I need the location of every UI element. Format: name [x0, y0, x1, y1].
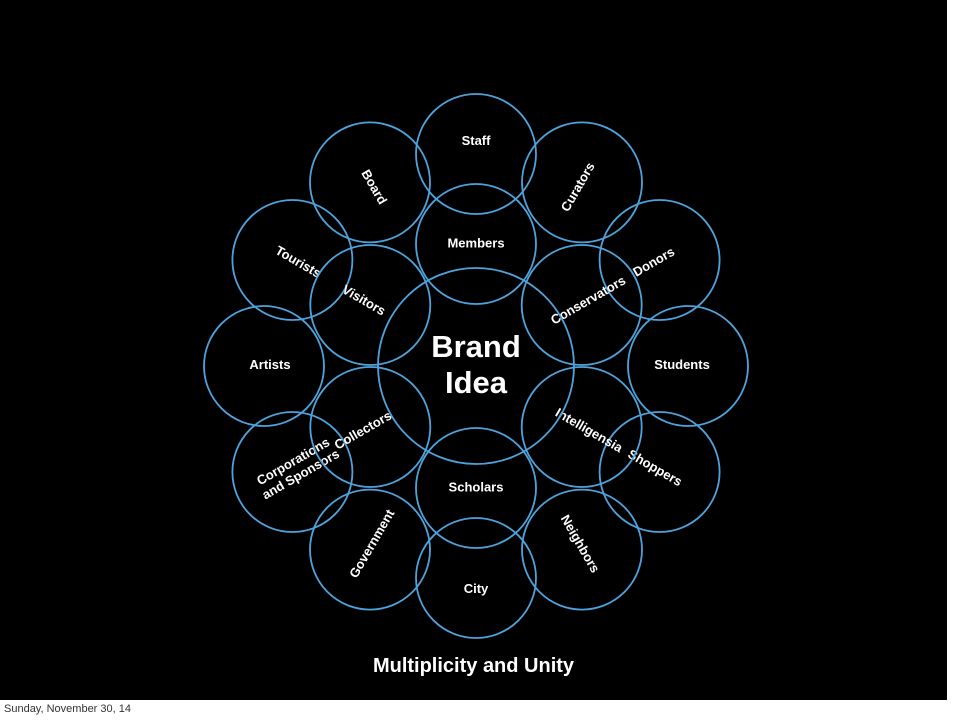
- outer-node-students-circle: [627, 305, 749, 427]
- outer-node-city-label-line: City: [464, 581, 489, 596]
- inner-node-conservators-circle: [520, 244, 643, 366]
- outer-node-government-label-line: Government: [346, 506, 398, 580]
- outer-node-curators-label: Curators: [558, 160, 598, 214]
- inner-node-scholars-circle: [415, 427, 537, 549]
- outer-node-shoppers-label: Shoppers: [625, 447, 684, 490]
- right-margin: [947, 0, 960, 700]
- outer-node-students-label: Students: [654, 357, 710, 372]
- outer-node-tourists-circle: [231, 199, 354, 321]
- brand-idea-diagram: StaffCuratorsDonorsStudentsShoppersNeigh…: [203, 93, 749, 639]
- center-circle: [377, 267, 575, 465]
- outer-node-artists-label: Artists: [249, 357, 290, 372]
- outer-node-donors-label-line: Donors: [630, 244, 677, 280]
- footer-bar: Sunday, November 30, 14: [0, 700, 960, 720]
- outer-node-corporations-and-sponsors-circle: [231, 411, 354, 533]
- slide-caption: Multiplicity and Unity: [372, 655, 575, 677]
- outer-node-staff-label-line: Staff: [462, 133, 492, 148]
- outer-node-donors-label: Donors: [630, 244, 677, 280]
- outer-node-curators-label-line: Curators: [558, 160, 598, 214]
- center-label-line: Brand: [431, 329, 521, 364]
- outer-node-neighbors-circle: [521, 488, 643, 611]
- inner-node-collectors-label: Collectors: [332, 408, 395, 453]
- outer-node-staff-label: Staff: [462, 133, 492, 148]
- inner-node-members-label: Members: [447, 235, 504, 250]
- outer-node-artists-circle: [203, 305, 325, 427]
- outer-node-donors-circle: [598, 199, 721, 321]
- outer-node-staff-circle: [415, 93, 537, 215]
- inner-node-members-circle: [415, 183, 537, 305]
- inner-node-visitors-circle: [309, 244, 432, 366]
- footer-date: Sunday, November 30, 14: [4, 703, 131, 715]
- outer-node-neighbors-label-line: Neighbors: [557, 512, 602, 575]
- outer-node-board-label-line: Board: [358, 167, 390, 207]
- center-label-line: Idea: [445, 365, 508, 400]
- inner-node-intelligensia-label: Intelligensia: [553, 405, 626, 456]
- inner-node-collectors-circle: [309, 366, 432, 488]
- outer-node-shoppers-circle: [598, 411, 721, 533]
- outer-node-board-label: Board: [358, 167, 390, 207]
- inner-node-intelligensia-circle: [520, 366, 643, 488]
- outer-node-shoppers-label-line: Shoppers: [625, 447, 684, 490]
- outer-node-neighbors-label: Neighbors: [557, 512, 602, 575]
- outer-node-corporations-and-sponsors-label: Corporationsand Sponsors: [252, 433, 342, 502]
- inner-node-scholars-label: Scholars: [449, 479, 504, 494]
- outer-node-students-label-line: Students: [654, 357, 710, 372]
- outer-node-curators-circle: [521, 121, 643, 244]
- outer-node-government-label: Government: [346, 506, 398, 580]
- outer-node-city-label: City: [464, 581, 489, 596]
- outer-node-tourists-label-line: Tourists: [273, 243, 324, 281]
- outer-node-city-circle: [415, 517, 537, 639]
- outer-node-tourists-label: Tourists: [273, 243, 324, 281]
- inner-node-visitors-label: Visitors: [340, 282, 389, 319]
- outer-node-artists-label-line: Artists: [249, 357, 290, 372]
- outer-node-government-circle: [309, 488, 431, 611]
- outer-node-board-circle: [309, 121, 431, 244]
